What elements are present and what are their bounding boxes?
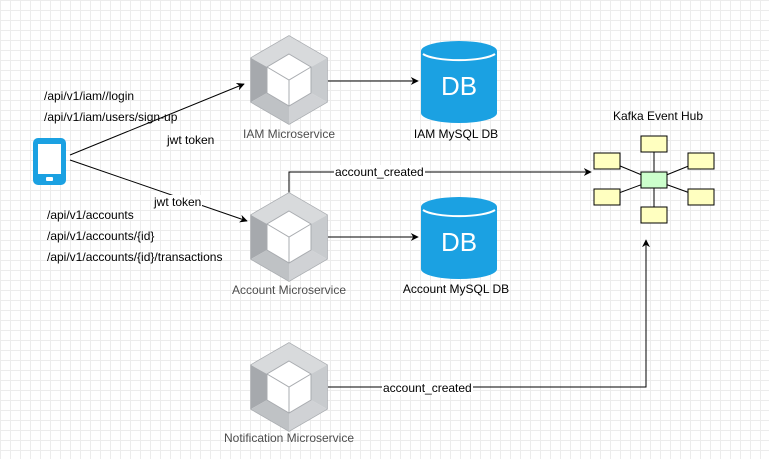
event-hub-icon xyxy=(593,135,715,224)
mobile-phone-icon xyxy=(33,138,66,185)
iam-microservice-label: IAM Microservice xyxy=(242,127,336,141)
jwt-token-label: jwt token xyxy=(153,195,203,209)
endpoint-label: /api/v1/accounts xyxy=(47,208,134,222)
iam-db-label: IAM MySQL DB xyxy=(413,127,499,141)
edge-account-to-kafka xyxy=(288,168,592,193)
account-db-label: Account MySQL DB xyxy=(402,282,510,296)
endpoint-label: /api/v1/accounts/{id}/transactions xyxy=(47,250,223,264)
notification-microservice-label: Notification Microservice xyxy=(223,431,355,445)
endpoint-label: /api/v1/iam//login xyxy=(44,89,135,103)
account-microservice-label: Account Microservice xyxy=(231,283,347,297)
svg-text:DB: DB xyxy=(441,227,477,257)
edge-client-to-iam xyxy=(69,83,245,156)
account-created-event-label: account_created xyxy=(382,381,473,395)
kafka-event-hub-label: Kafka Event Hub xyxy=(612,109,704,123)
iam-microservice-icon xyxy=(250,35,328,125)
account-microservice-icon xyxy=(250,192,328,282)
endpoint-label: /api/v1/accounts/{id} xyxy=(47,229,155,243)
notification-microservice-icon xyxy=(250,342,328,432)
jwt-token-label: jwt token xyxy=(167,133,215,147)
iam-db-icon: DB xyxy=(420,40,498,124)
svg-text:DB: DB xyxy=(441,71,477,101)
edge-client-to-account xyxy=(69,159,248,223)
account-created-event-label: account_created xyxy=(334,165,425,179)
endpoint-label: /api/v1/iam/users/sign-up xyxy=(44,110,178,124)
account-db-icon: DB xyxy=(420,196,498,280)
